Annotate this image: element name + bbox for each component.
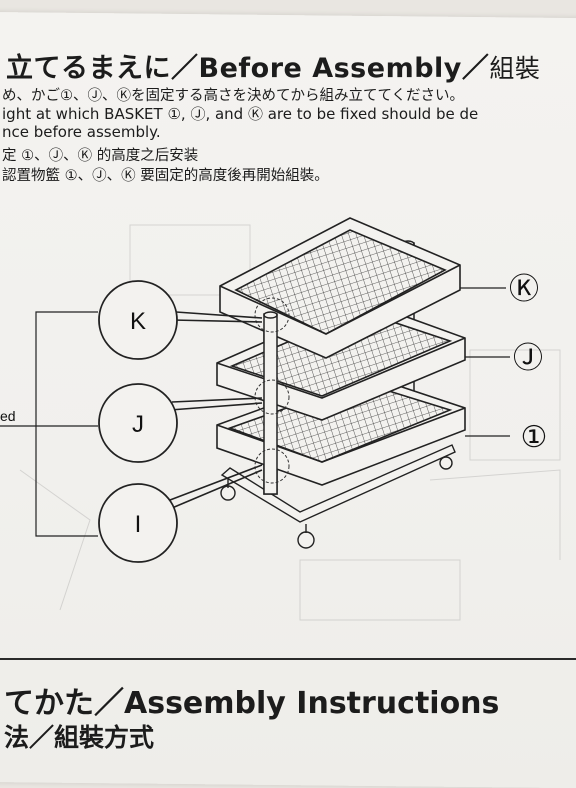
cart-base [220,444,456,549]
callout-leaders [169,311,263,509]
basket-top [219,217,461,359]
callout-label-k: K [130,308,146,335]
instruction-line-en-2: nce before assembly. [2,123,161,141]
instruction-line-cn-traditional: 認置物籃 ①、Ⓙ、Ⓚ 要固定的高度後再開始組裝。 [2,168,329,184]
basket-bottom [216,372,466,486]
callout-label-i: I [135,511,142,538]
basket-label-i: ① [521,420,548,455]
heading-en: Before Assembly／ [198,53,490,84]
basket-label-leaders [460,287,510,437]
callout-label-j: J [132,411,144,438]
side-label: ed [0,408,16,424]
assembly-instructions-heading: てかた／Assembly Instructions [4,686,500,721]
assembly-instructions-subheading: 法／組裝方式 [4,723,155,752]
before-assembly-heading: 立てるまえに／Before Assembly／組裝 [6,46,540,85]
cart-diagram: K J I ed Ⓚ Ⓙ ① [0,217,548,563]
instruction-line-cn-simplified: 定 ①、Ⓙ、Ⓚ 的高度之后安装 [2,148,199,164]
heading-jp: 立てるまえに／ [6,53,199,84]
section-divider [0,658,576,660]
callout-circles [98,280,178,563]
detail-markers [254,297,290,484]
instruction-line-en-1: ight at which BASKET ①, Ⓙ, and Ⓚ are to … [2,105,479,123]
bracket-line [0,311,98,537]
callout-circle-i [98,483,178,563]
show-through-background [19,224,561,621]
front-pole [263,311,278,495]
heading-cn: 組裝 [489,54,541,83]
instruction-line-jp: め、かご①、Ⓙ、Ⓚを固定する高さを決めてから組み立ててください。 [2,88,465,104]
callout-circle-k [98,280,178,360]
callout-circle-j [98,383,178,463]
basket-label-k: Ⓚ [509,272,539,307]
basket-label-j: Ⓙ [513,341,543,376]
